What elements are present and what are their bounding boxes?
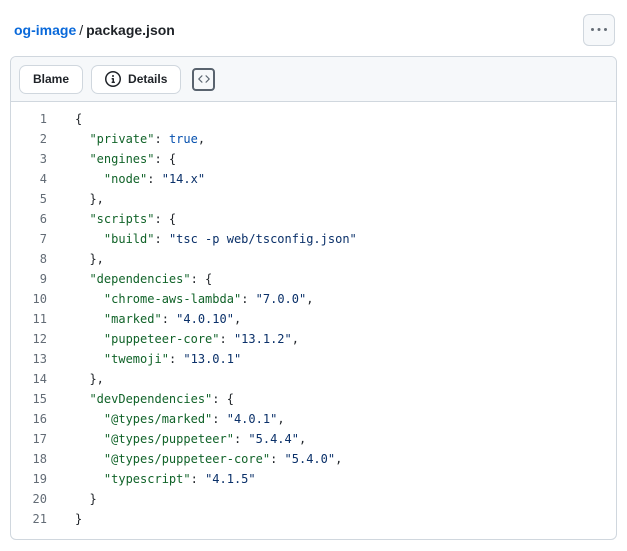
line-number[interactable]: 19 [32,472,47,486]
code-line: 1{ [11,109,616,129]
code-line: 2 "private": true, [11,129,616,149]
line-number[interactable]: 3 [39,152,47,166]
code-line: 20 } [11,489,616,509]
code-line: 18 "@types/puppeteer-core": "5.4.0", [11,449,616,469]
line-content: "devDependencies": { [89,392,234,406]
line-number[interactable]: 15 [32,392,47,406]
line-content: "marked": "4.0.10", [103,312,242,326]
code-line: 9 "dependencies": { [11,269,616,289]
line-number[interactable]: 9 [39,272,47,286]
file-container: Blame Details 1{2 "private": true,3 "en [10,56,617,540]
line-number[interactable]: 21 [32,512,47,526]
breadcrumb-separator: / [79,22,84,38]
blame-button-label: Blame [33,72,70,86]
line-number[interactable]: 11 [32,312,47,326]
line-content: "scripts": { [89,212,177,226]
code-line: 8 }, [11,249,616,269]
line-content: { [75,112,83,126]
line-number[interactable]: 10 [32,292,47,306]
line-number[interactable]: 5 [39,192,47,206]
line-content: "@types/puppeteer": "5.4.4", [103,432,307,446]
code-line: 19 "typescript": "4.1.5" [11,469,616,489]
blame-button[interactable]: Blame [19,64,84,94]
line-number[interactable]: 8 [39,252,47,266]
breadcrumb: og-image/package.json [12,22,175,38]
line-content: }, [75,252,104,266]
info-circle-icon [105,71,122,87]
line-content: } [75,492,97,506]
line-number[interactable]: 12 [32,332,47,346]
line-number[interactable]: 16 [32,412,47,426]
line-content: "node": "14.x" [103,172,206,186]
line-number[interactable]: 1 [39,112,47,126]
line-content: "@types/marked": "4.0.1", [103,412,285,426]
line-content: "twemoji": "13.0.1" [103,352,242,366]
more-options-button[interactable] [583,14,615,46]
line-content: }, [75,372,104,386]
line-number[interactable]: 20 [32,492,47,506]
line-content: "typescript": "4.1.5" [103,472,256,486]
line-number[interactable]: 17 [32,432,47,446]
code-line: 4 "node": "14.x" [11,169,616,189]
line-number[interactable]: 13 [32,352,47,366]
code-lines: 1{2 "private": true,3 "engines": {4 "nod… [11,102,616,539]
details-button[interactable]: Details [91,64,182,94]
breadcrumb-file-name: package.json [86,22,175,38]
code-line: 17 "@types/puppeteer": "5.4.4", [11,429,616,449]
file-toolbar: Blame Details [11,57,616,102]
code-view-toggle-button[interactable] [192,67,216,91]
line-number[interactable]: 4 [39,172,47,186]
line-content: "chrome-aws-lambda": "7.0.0", [103,292,314,306]
code-line: 12 "puppeteer-core": "13.1.2", [11,329,616,349]
kebab-horizontal-icon [591,22,607,38]
line-content: "puppeteer-core": "13.1.2", [103,332,299,346]
line-content: "engines": { [89,152,177,166]
code-line: 16 "@types/marked": "4.0.1", [11,409,616,429]
code-line: 10 "chrome-aws-lambda": "7.0.0", [11,289,616,309]
line-content: "private": true, [89,132,206,146]
code-line: 21} [11,509,616,529]
code-line: 3 "engines": { [11,149,616,169]
code-angle-brackets-icon [198,73,210,85]
line-content: "dependencies": { [89,272,213,286]
line-content: "build": "tsc -p web/tsconfig.json" [103,232,357,246]
line-number[interactable]: 6 [39,212,47,226]
line-content: } [75,512,83,526]
code-line: 15 "devDependencies": { [11,389,616,409]
breadcrumb-repo-link[interactable]: og-image [14,22,77,38]
code-line: 11 "marked": "4.0.10", [11,309,616,329]
line-content: }, [75,192,104,206]
line-number[interactable]: 18 [32,452,47,466]
file-header: og-image/package.json [10,10,617,50]
code-line: 14 }, [11,369,616,389]
line-content: "@types/puppeteer-core": "5.4.0", [103,452,343,466]
code-line: 6 "scripts": { [11,209,616,229]
details-button-label: Details [128,72,168,86]
line-number[interactable]: 14 [32,372,47,386]
code-line: 5 }, [11,189,616,209]
code-line: 13 "twemoji": "13.0.1" [11,349,616,369]
code-line: 7 "build": "tsc -p web/tsconfig.json" [11,229,616,249]
line-number[interactable]: 7 [39,232,47,246]
line-number[interactable]: 2 [39,132,47,146]
